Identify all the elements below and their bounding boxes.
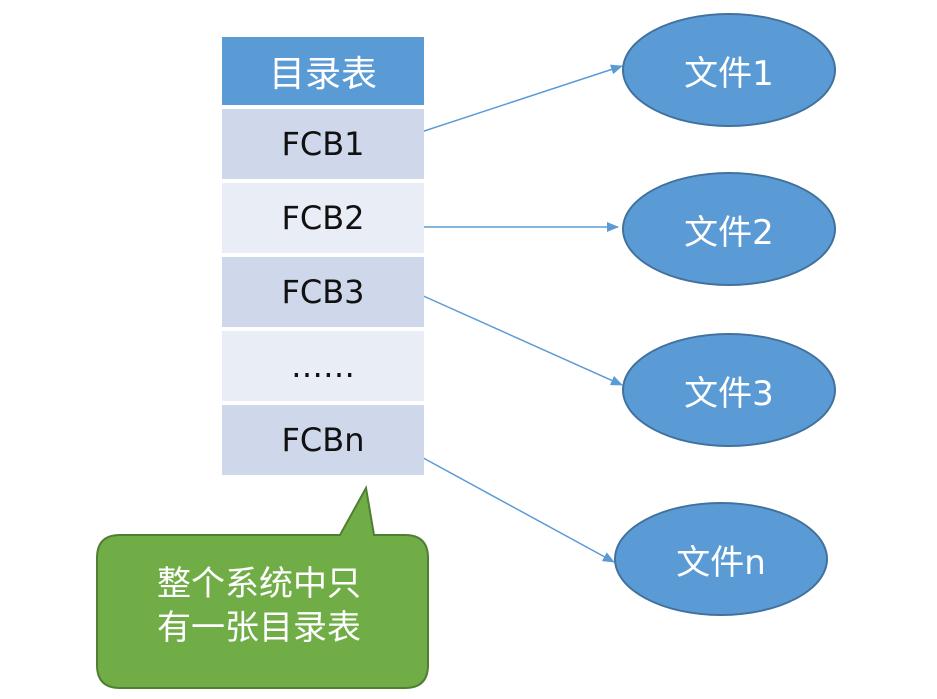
callout-line-2: 有一张目录表 xyxy=(157,608,361,648)
callout-line-1: 整个系统中只 xyxy=(157,564,361,604)
directory-table-header: 目录表 xyxy=(222,37,424,105)
file-node-3: 文件3 xyxy=(622,333,836,447)
file-node-n: 文件n xyxy=(614,502,828,616)
file-node-2: 文件2 xyxy=(622,172,836,286)
table-row-fcbn: FCBn xyxy=(222,405,424,475)
arrow-fcb1-to-file1 xyxy=(411,64,623,136)
arrow-fcbn-to-filen xyxy=(404,447,615,563)
arrow-fcb3-to-file3 xyxy=(409,289,623,386)
directory-table: 目录表 FCB1 FCB2 FCB3 …… FCBn xyxy=(222,37,424,475)
table-row-fcb3: FCB3 xyxy=(222,257,424,327)
callout-shape xyxy=(96,485,429,689)
callout-note: 整个系统中只 有一张目录表 xyxy=(104,562,414,650)
file-node-1: 文件1 xyxy=(622,13,836,127)
table-row-fcb1: FCB1 xyxy=(222,109,424,179)
table-row-ellipsis: …… xyxy=(222,331,424,401)
table-row-fcb2: FCB2 xyxy=(222,183,424,253)
